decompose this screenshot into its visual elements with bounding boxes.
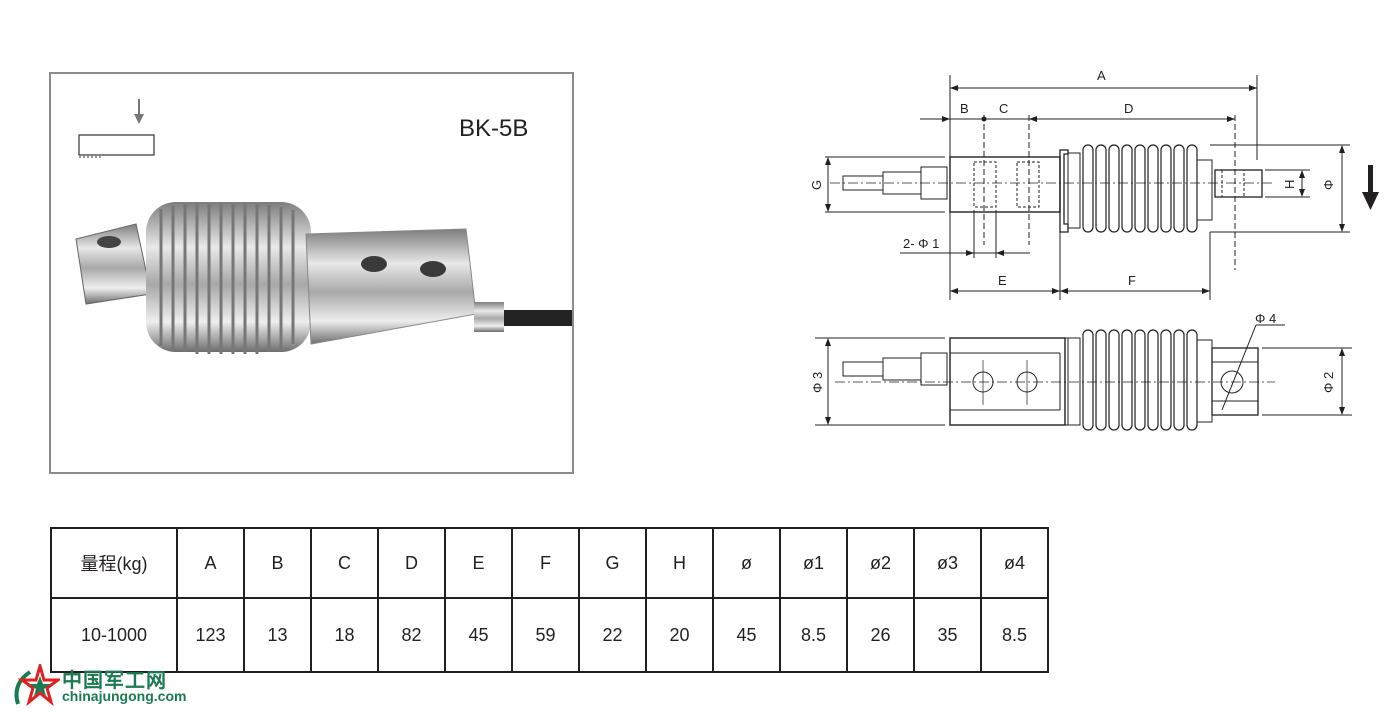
dim-label-c: C [999,101,1008,116]
table-row: 10-1000 123 13 18 82 45 59 22 20 45 8.5 … [50,597,1049,673]
header-cell: D [377,527,446,599]
star-logo-icon [14,660,63,707]
table-cell: 10-1000 [50,597,178,673]
load-direction-icon [78,99,155,158]
table-cell: 18 [310,597,379,673]
table-cell: 13 [243,597,312,673]
header-cell: H [645,527,714,599]
header-cell: B [243,527,312,599]
product-photo: BK-5B [49,72,574,474]
dim-label-d: D [1124,101,1133,116]
dim-label-phi2: Φ 2 [1321,372,1336,393]
header-cell: ø4 [980,527,1049,599]
watermark-url: chinajungong.com [62,688,187,704]
dim-label-a: A [1097,68,1106,83]
table-header-row: 量程(kg) A B C D E F G H ø ø1 ø2 ø3 ø4 [50,527,1049,599]
header-cell: 量程(kg) [50,527,178,599]
dim-label-g: G [809,180,824,190]
model-label: BK-5B [459,115,528,142]
header-cell: E [444,527,513,599]
dim-label-phi3: Φ 3 [810,372,825,393]
dim-label-phi1: 2- Φ 1 [903,236,939,251]
dim-label-b: B [960,101,969,116]
table-cell: 26 [846,597,915,673]
table-cell: 59 [511,597,580,673]
load-cell-photo: BK-5B [75,99,574,354]
header-cell: F [511,527,580,599]
watermark-name: 中国军工网 [62,670,167,692]
dim-label-h: H [1282,180,1297,189]
table-cell: 20 [645,597,714,673]
header-cell: ø3 [913,527,982,599]
table-cell: 22 [578,597,647,673]
table-cell: 45 [712,597,781,673]
dim-label-e: E [998,273,1007,288]
table-cell: 35 [913,597,982,673]
header-cell: ø2 [846,527,915,599]
table-cell: 82 [377,597,446,673]
dimension-drawing: A B C D E F 2- Φ 1 Φ 4 G H Φ Φ 3 Φ 2 [809,68,1379,431]
watermark-logo: 中国军工网 chinajungong.com [10,660,186,708]
header-cell: A [176,527,245,599]
table-cell: 45 [444,597,513,673]
table-cell: 8.5 [779,597,848,673]
dim-label-phi: Φ [1321,180,1336,190]
table-cell: 123 [176,597,245,673]
dim-label-phi4: Φ 4 [1255,311,1276,326]
header-cell: G [578,527,647,599]
spec-table: 量程(kg) A B C D E F G H ø ø1 ø2 ø3 ø4 10-… [50,527,1049,673]
header-cell: ø1 [779,527,848,599]
header-cell: ø [712,527,781,599]
header-cell: C [310,527,379,599]
load-arrow-icon [1362,165,1379,210]
table-cell: 8.5 [980,597,1049,673]
dim-label-f: F [1128,273,1136,288]
